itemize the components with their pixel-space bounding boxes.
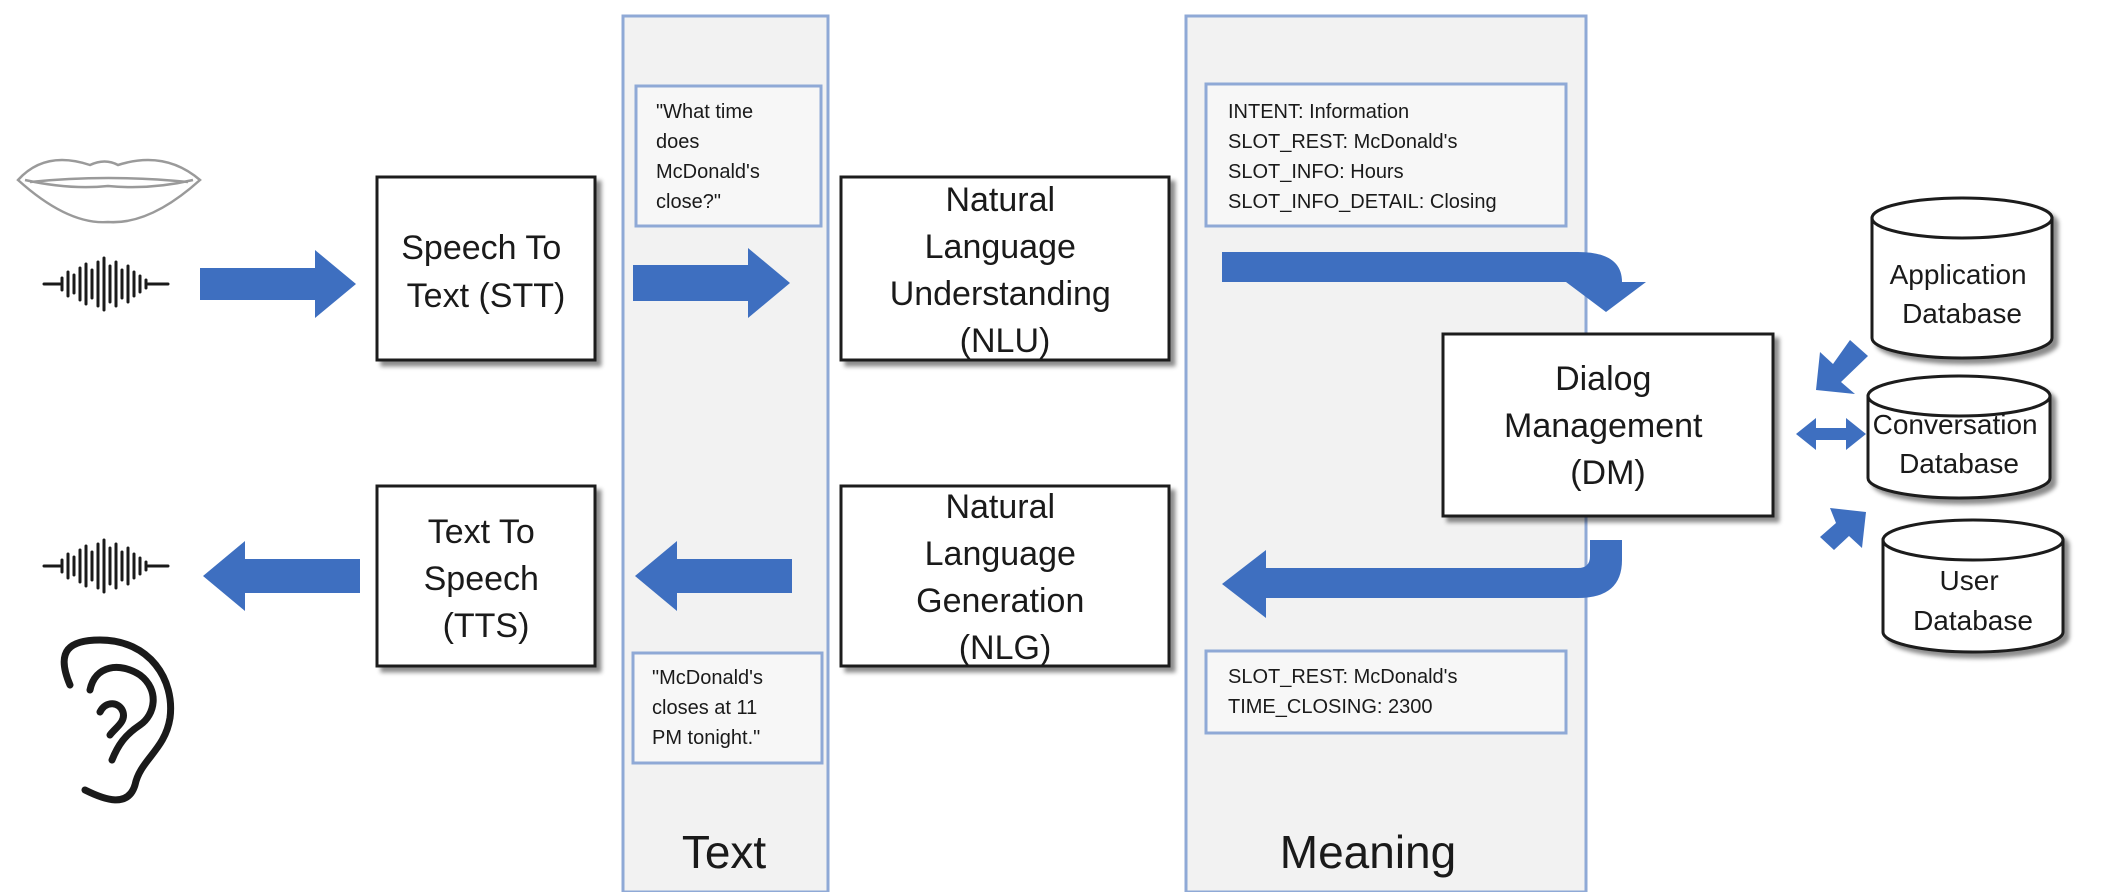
- dm-box: Dialog Management (DM): [1441, 332, 1775, 518]
- intent-slots-text: INTENT: Information SLOT_REST: McDonald'…: [1228, 101, 1497, 213]
- system-response-text: "McDonald's closes at 11 PM tonight.": [652, 667, 769, 749]
- user-query-note: "What time does McDonald's close?": [634, 84, 823, 228]
- curved-arrow-down-icon: [1222, 252, 1646, 312]
- sound-wave-icon: [42, 256, 170, 312]
- arrows: [200, 248, 1868, 618]
- ear-icon: [60, 636, 175, 804]
- tts-label: Text To Speech (TTS): [424, 513, 549, 645]
- arrow-diagonal-icon: [1820, 508, 1866, 550]
- nlu-label: Natural Language Understanding (NLU): [890, 181, 1121, 360]
- arrow-right-icon: [200, 250, 356, 318]
- conversation-database: [1866, 374, 2052, 500]
- intent-slots-note: INTENT: Information SLOT_REST: McDonald'…: [1204, 82, 1568, 228]
- lips-icon: [16, 158, 202, 224]
- meaning-band-label: Meaning: [1280, 826, 1456, 878]
- text-band-label: Text: [682, 826, 767, 878]
- user-query-text: "What time does McDonald's close?": [656, 101, 765, 213]
- nlg-box: Natural Language Generation (NLG): [839, 484, 1171, 668]
- double-arrow-icon: [1796, 418, 1866, 450]
- nlu-box: Natural Language Understanding (NLU): [839, 175, 1171, 362]
- stt-label: Speech To Text (STT): [401, 229, 571, 315]
- nlg-label: Natural Language Generation (NLG): [916, 488, 1094, 667]
- user-database: [1881, 518, 2065, 654]
- arrow-left-icon: [203, 541, 360, 611]
- user-database-label: User Database: [1913, 565, 2033, 636]
- application-database-label: Application Database: [1890, 259, 2035, 329]
- stt-box: Speech To Text (STT): [375, 175, 597, 362]
- system-response-note: "McDonald's closes at 11 PM tonight.": [631, 651, 824, 765]
- dm-label: Dialog Management (DM): [1504, 360, 1712, 492]
- arrow-left-icon: [635, 541, 792, 611]
- arrow-right-icon: [633, 248, 790, 318]
- result-slots-text: SLOT_REST: McDonald's TIME_CLOSING: 2300: [1228, 666, 1463, 718]
- curved-arrow-left-icon: [1222, 540, 1622, 618]
- arrow-diagonal-icon: [1816, 340, 1868, 394]
- sound-wave-icon: [42, 538, 170, 594]
- tts-box: Text To Speech (TTS): [375, 484, 597, 668]
- result-slots-note: SLOT_REST: McDonald's TIME_CLOSING: 2300: [1204, 649, 1568, 735]
- conversation-database-label: Conversation Database: [1873, 409, 2046, 479]
- application-database: [1870, 196, 2054, 360]
